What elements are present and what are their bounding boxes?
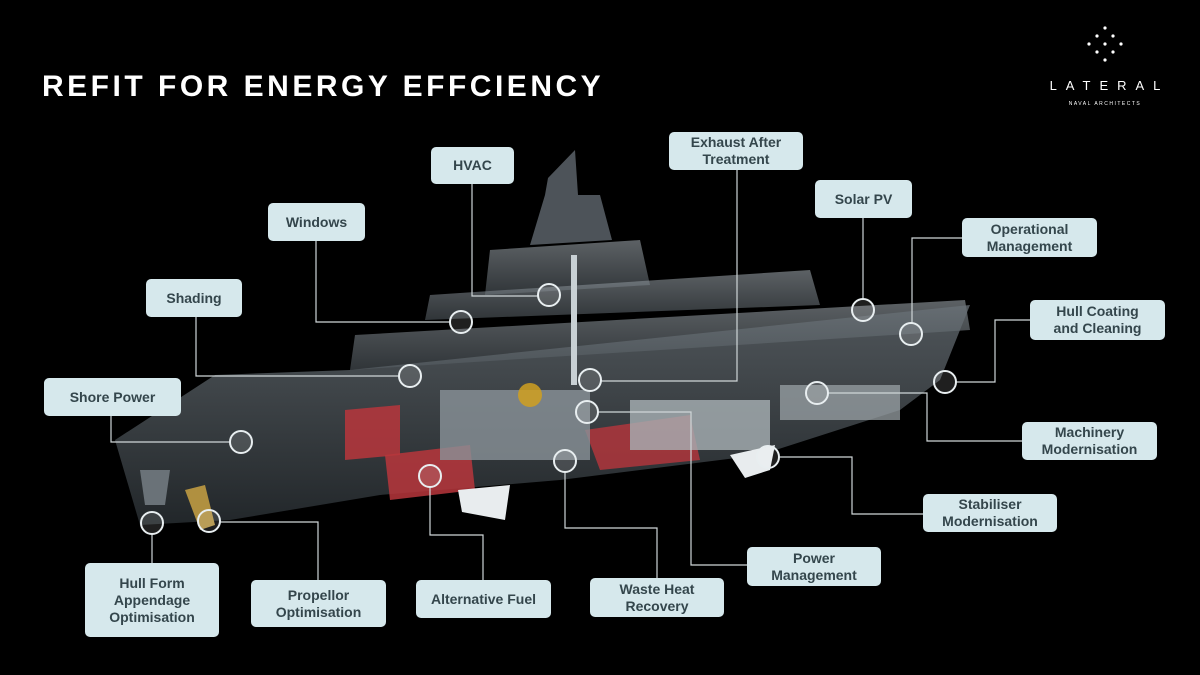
label-windows: Windows — [268, 203, 365, 241]
markers — [140, 283, 957, 535]
label-waste-heat-recovery: Waste Heat Recovery — [590, 578, 724, 617]
logo-name: LATERAL — [1049, 78, 1170, 93]
marker-waste-heat — [553, 449, 577, 473]
tank-aft — [345, 405, 400, 460]
marker-stabiliser — [756, 445, 780, 469]
connector-hull-coating — [956, 319, 1030, 383]
connector-propellor — [220, 521, 319, 580]
label-alternative-fuel: Alternative Fuel — [416, 580, 551, 618]
label-operational-management: Operational Management — [962, 218, 1097, 257]
exhaust-stack — [571, 255, 577, 385]
aux-machinery — [780, 385, 900, 420]
label-hull-coating: Hull Coating and Cleaning — [1030, 300, 1165, 340]
label-power-management: Power Management — [747, 547, 881, 586]
label-propellor-optimisation: Propellor Optimisation — [251, 580, 386, 627]
label-shading: Shading — [146, 279, 242, 317]
connector-power-mgmt — [598, 411, 747, 566]
marker-shading — [398, 364, 422, 388]
propeller — [185, 485, 215, 530]
engine-block — [440, 390, 590, 460]
connector-machinery — [828, 392, 1022, 442]
rudder — [140, 470, 170, 505]
label-hvac: HVAC — [431, 147, 514, 184]
label-stabiliser-modernisation: Stabiliser Modernisation — [923, 494, 1057, 532]
connector-shading — [195, 317, 398, 377]
superstructure-mid — [425, 270, 820, 320]
marker-hull-form — [140, 511, 164, 535]
marker-hvac — [537, 283, 561, 307]
logo-dots-icon — [1087, 26, 1123, 62]
generator-block — [630, 400, 770, 450]
label-exhaust-after-treatment: Exhaust After Treatment — [669, 132, 803, 170]
slide-title: REFIT FOR ENERGY EFFCIENCY — [42, 70, 605, 103]
logo-subtitle: NAVAL ARCHITECTS — [1068, 101, 1142, 107]
label-hull-form-appendage-optimisation: Hull Form Appendage Optimisation — [85, 563, 219, 637]
marker-machinery — [805, 381, 829, 405]
label-shore-power: Shore Power — [44, 378, 181, 416]
superstructure-top — [485, 240, 650, 295]
connector-exhaust — [601, 170, 738, 382]
marker-alt-fuel — [418, 464, 442, 488]
marker-power-mgmt — [575, 400, 599, 424]
mast — [530, 150, 612, 245]
stabiliser-fin-2 — [730, 445, 775, 478]
marker-operational — [899, 322, 923, 346]
connector-waste-heat — [564, 472, 658, 578]
marker-windows — [449, 310, 473, 334]
marker-hull-coating — [933, 370, 957, 394]
engine-yellow — [518, 383, 542, 407]
connector-alt-fuel — [429, 487, 484, 580]
marker-exhaust — [578, 368, 602, 392]
stabiliser-fin — [458, 485, 510, 520]
lateral-logo: LATERAL NAVAL ARCHITECTS — [1040, 25, 1170, 107]
connector-stabiliser — [779, 456, 923, 515]
connector-windows — [315, 241, 450, 323]
label-machinery-modernisation: Machinery Modernisation — [1022, 422, 1157, 460]
connectors — [110, 170, 1030, 580]
connector-shore-power — [110, 416, 230, 443]
ship — [115, 150, 970, 530]
superstructure-low — [350, 300, 970, 370]
label-solar-pv: Solar PV — [815, 180, 912, 218]
marker-propellor — [197, 509, 221, 533]
marker-shore-power — [229, 430, 253, 454]
connector-hvac — [471, 184, 538, 297]
marker-solar — [851, 298, 875, 322]
connector-operational — [911, 237, 962, 323]
